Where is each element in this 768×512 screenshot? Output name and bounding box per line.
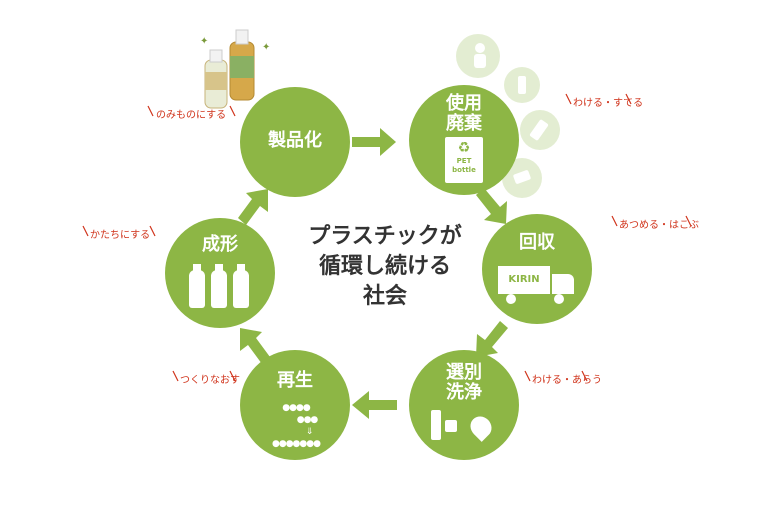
bottle-stage-icons: [513, 76, 549, 184]
center-title-line-2: 循環し続ける: [318, 254, 451, 279]
node-use-label-1: 使用: [446, 93, 482, 114]
node-use-label-2: 廃棄: [446, 113, 482, 134]
tag-slashes: [82, 93, 692, 382]
node-mold: 成形: [165, 218, 275, 328]
arrow-regen-to-mold: [240, 328, 270, 364]
svg-text:✦: ✦: [262, 42, 270, 53]
bin-text-pet: PET: [456, 157, 472, 165]
arrow-sort-to-regen: [352, 391, 397, 419]
arrow-use-to-collect: [476, 188, 507, 224]
pellets-icon: ●●●● ●●● ⇓ ●●●●●●●: [272, 403, 321, 449]
truck-text: KIRIN: [498, 266, 550, 294]
node-collect-label: 回収: [519, 232, 555, 253]
center-title: プラスチックが 循環し続ける 社会: [270, 222, 500, 312]
node-sort-label-2: 洗浄: [446, 382, 482, 403]
node-sort-label-1: 選別: [446, 362, 482, 383]
node-product-label: 製品化: [268, 130, 322, 151]
recycle-icon: ♻: [457, 140, 471, 156]
center-title-line-1: プラスチックが: [308, 224, 462, 249]
washing-icon: [431, 410, 501, 444]
arrow-collect-to-sort: [476, 321, 508, 357]
node-use: 使用 廃棄 ♻ PET bottle: [409, 85, 519, 195]
bottles-icon: [189, 262, 253, 310]
truck-icon: KIRIN: [498, 264, 578, 304]
node-product: 製品化: [240, 87, 350, 197]
node-mold-label: 成形: [202, 234, 238, 255]
tag-collect: あつめる・はこぶ: [619, 220, 699, 231]
tag-mold: かたちにする: [90, 230, 151, 241]
tea-bottles-image: ✦ ✦: [200, 29, 270, 109]
recycle-bin-icon: ♻ PET bottle: [445, 137, 483, 183]
arrow-mold-to-product: [238, 189, 268, 225]
tag-use: わける・すてる: [573, 98, 644, 109]
node-sort: 選別 洗浄: [409, 350, 519, 460]
node-regen: 再生 ●●●● ●●● ⇓ ●●●●●●●: [240, 350, 350, 460]
tag-sort: わける・あらう: [532, 375, 602, 386]
node-collect: 回収 KIRIN: [482, 214, 592, 324]
tag-regen: つくりなおす: [180, 375, 240, 386]
person-drinking-icon: [474, 43, 486, 68]
center-title-line-3: 社会: [362, 284, 407, 309]
arrow-product-to-use: [352, 128, 396, 156]
node-regen-label: 再生: [277, 370, 313, 391]
tag-product: のみものにする: [156, 110, 227, 121]
svg-text:✦: ✦: [200, 36, 208, 47]
bin-text-bottle: bottle: [452, 166, 476, 174]
